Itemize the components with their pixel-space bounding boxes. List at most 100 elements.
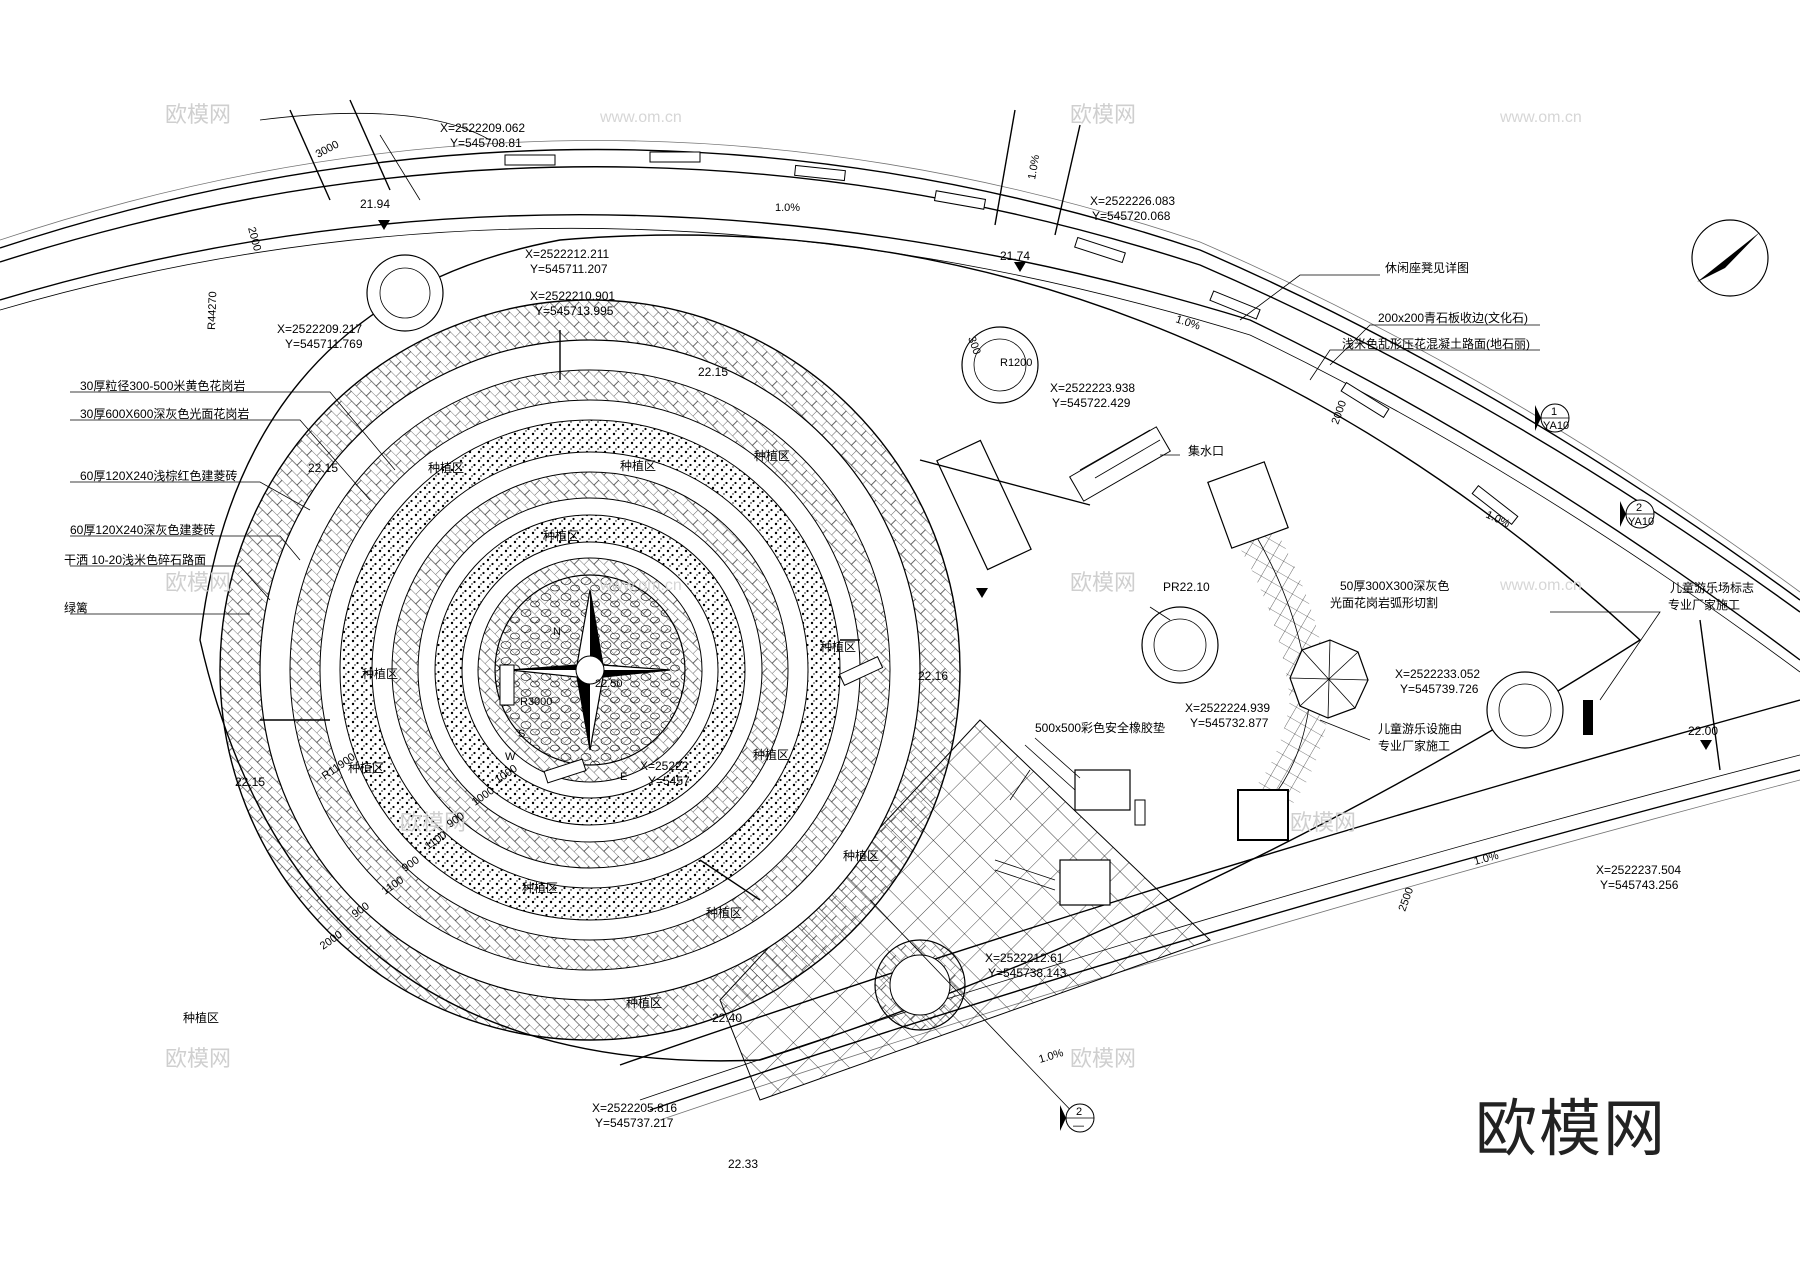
watermark-url-3: www.om.cn [599, 577, 682, 594]
planting-label-10: 种植区 [522, 880, 558, 895]
section-mark-3 [1060, 1103, 1095, 1133]
label-playground-sign-1: 儿童游乐场标志 [1670, 580, 1754, 595]
elevation-3: 22.15 [308, 461, 338, 475]
compass-s: S [518, 728, 525, 740]
compass-w: W [505, 751, 516, 763]
legend-right-1: 休闲座凳见详图 [1385, 260, 1469, 275]
elevation-10: 22.50 [595, 678, 623, 690]
dimension-2: 2000 [245, 226, 263, 253]
legend-left-6: 绿篱 [64, 600, 88, 615]
elevation-8: 22.40 [712, 1011, 742, 1025]
label-r3000: R3000 [520, 696, 552, 708]
planting-label-7: 种植区 [348, 760, 384, 775]
watermark-url-2: www.om.cn [1499, 109, 1582, 126]
svg-text:Y=545722.429: Y=545722.429 [1052, 396, 1131, 410]
compass-e: E [620, 771, 627, 783]
svg-text:X=2522210.901: X=2522210.901 [530, 289, 615, 303]
svg-text:Y=545738.143: Y=545738.143 [988, 966, 1067, 980]
svg-text:Y=545711.207: Y=545711.207 [530, 262, 608, 276]
planting-label-12: 种植区 [626, 995, 662, 1010]
section-mark-1 [1535, 403, 1570, 433]
label-r44270: R44270 [206, 291, 219, 330]
label-play-facility-1: 儿童游乐设施由 [1378, 721, 1462, 736]
legend-right-2: 200x200青石板收边(文化石) [1378, 310, 1528, 325]
svg-text:Y=545711.769: Y=545711.769 [285, 337, 363, 351]
legend-left-1: 30厚粒径300-500米黄色花岗岩 [80, 378, 245, 393]
svg-text:X=2522209.217: X=2522209.217 [277, 322, 362, 336]
label-r1200: R1200 [1000, 357, 1032, 369]
dimension-3: 2000 [1330, 399, 1350, 426]
watermark-5: 欧模网 [165, 1046, 231, 1071]
compass-n: N [553, 626, 561, 638]
legend-left-2: 30厚600X600深灰色光面花岗岩 [80, 406, 249, 421]
slope-3: 1.0% [1174, 313, 1202, 332]
legend-right: 休闲座凳见详图 200x200青石板收边(文化石) 浅米色乱形压花混凝土路面(地… [1342, 260, 1530, 351]
svg-text:X=2522205.816: X=2522205.816 [592, 1101, 677, 1115]
planting-label-6: 种植区 [362, 666, 398, 681]
svg-text:X=25222: X=25222 [640, 759, 689, 773]
svg-text:X=2522212.211: X=2522212.211 [525, 247, 610, 261]
compass-rose [509, 589, 671, 751]
elevation-markers [378, 220, 1712, 750]
legend-left-4: 60厚120X240深灰色建菱砖 [70, 522, 215, 537]
section-1-sheet: YA10 [1543, 420, 1569, 432]
planting-label-5: 种植区 [820, 639, 856, 654]
watermark-url-4: www.om.cn [1499, 577, 1582, 594]
svg-text:X=2522212.61: X=2522212.61 [985, 951, 1064, 965]
elevation-1: 21.94 [360, 197, 390, 211]
legend-right-3: 浅米色乱形压花混凝土路面(地石丽) [1342, 336, 1530, 351]
watermark-4: 欧模网 [1070, 570, 1136, 595]
label-pr: PR22.10 [1163, 580, 1210, 594]
slope-1: 1.0% [775, 202, 800, 214]
elevation-9: 22.33 [728, 1157, 758, 1171]
svg-text:Y=545732.877: Y=545732.877 [1190, 716, 1269, 730]
svg-text:X=2522224.939: X=2522224.939 [1185, 701, 1270, 715]
watermark-3: 欧模网 [165, 570, 231, 595]
svg-text:X=2522209.062: X=2522209.062 [440, 121, 525, 135]
label-granite-arc-1: 50厚300X300深灰色 [1340, 579, 1449, 593]
svg-text:X=2522233.052: X=2522233.052 [1395, 667, 1480, 681]
section-3-num: 2 [1076, 1106, 1082, 1118]
slope-6: 1.0% [1037, 1047, 1065, 1066]
coord-c10: X=2522212.61Y=545738.143 [985, 951, 1067, 980]
planting-label-11: 种植区 [706, 905, 742, 920]
compass-letters: N S E W [505, 626, 627, 783]
dimension-1: 3000 [314, 139, 341, 161]
section-mark-labels: 1 YA10 2 YA10 2 — [1073, 406, 1654, 1132]
elevation-2: 21.74 [1000, 249, 1030, 263]
svg-text:Y=545713.995: Y=545713.995 [535, 304, 614, 318]
svg-text:X=2522223.938: X=2522223.938 [1050, 381, 1135, 395]
watermark-2: 欧模网 [1070, 102, 1136, 127]
label-granite-arc-2: 光面花岗岩弧形切割 [1330, 595, 1438, 610]
watermark-url-1: www.om.cn [599, 109, 682, 126]
section-2-num: 2 [1636, 502, 1642, 514]
watermarks: 欧模网 www.om.cn 欧模网 www.om.cn 欧模网 www.om.c… [165, 102, 1582, 1071]
watermark-1: 欧模网 [165, 102, 231, 127]
planting-label-13: 种植区 [183, 1010, 219, 1025]
north-arrow-icon [1691, 219, 1769, 297]
elevation-4: 22.15 [698, 365, 728, 379]
road-benches [504, 151, 1593, 735]
section-2-sheet: YA10 [1628, 516, 1654, 528]
section-3-sheet: — [1073, 1120, 1084, 1132]
round-planters [366, 254, 1564, 1031]
elevation-labels: 21.94 21.74 22.15 22.15 22.15 22.16 22.0… [235, 197, 1718, 1171]
brand-logo-text: 欧模网 [1475, 1092, 1667, 1165]
planting-label-4: 种植区 [543, 528, 579, 543]
planting-label-2: 种植区 [620, 458, 656, 473]
watermark-7: 欧模网 [400, 810, 466, 835]
leader-lines [70, 134, 1661, 1121]
play-structures [919, 426, 1369, 906]
label-playground-sign-2: 专业厂家施工 [1668, 597, 1740, 612]
